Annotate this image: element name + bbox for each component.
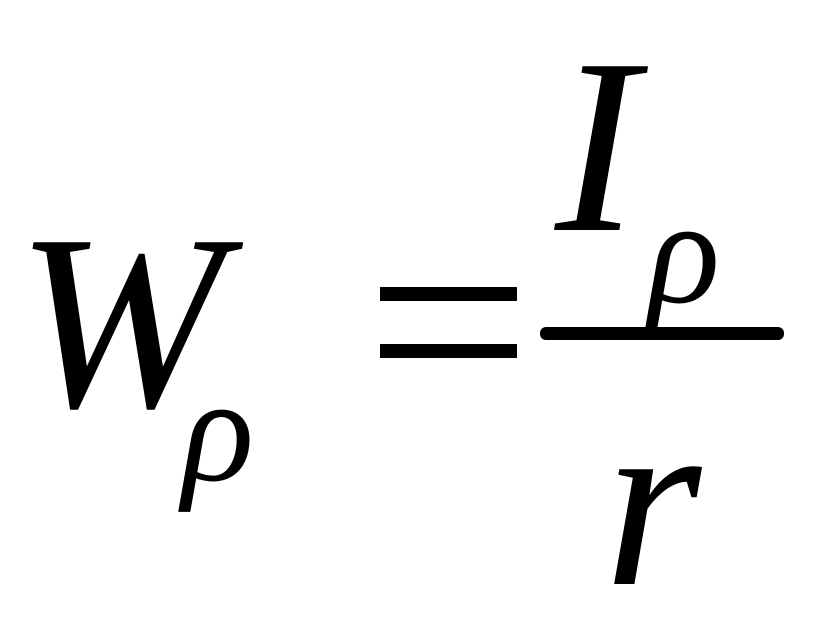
numerator-subscript: ρ	[648, 169, 720, 335]
denominator-symbol: r	[604, 362, 702, 639]
fraction-bar	[540, 327, 784, 340]
equals-sign-bottom-stroke	[380, 344, 517, 358]
formula: W ρ I ρ r	[16, 8, 784, 626]
lhs-symbol: W	[16, 184, 225, 461]
lhs-subscript: ρ	[182, 347, 254, 513]
numerator-symbol: I	[555, 8, 639, 285]
equals-sign-top-stroke	[380, 287, 517, 301]
